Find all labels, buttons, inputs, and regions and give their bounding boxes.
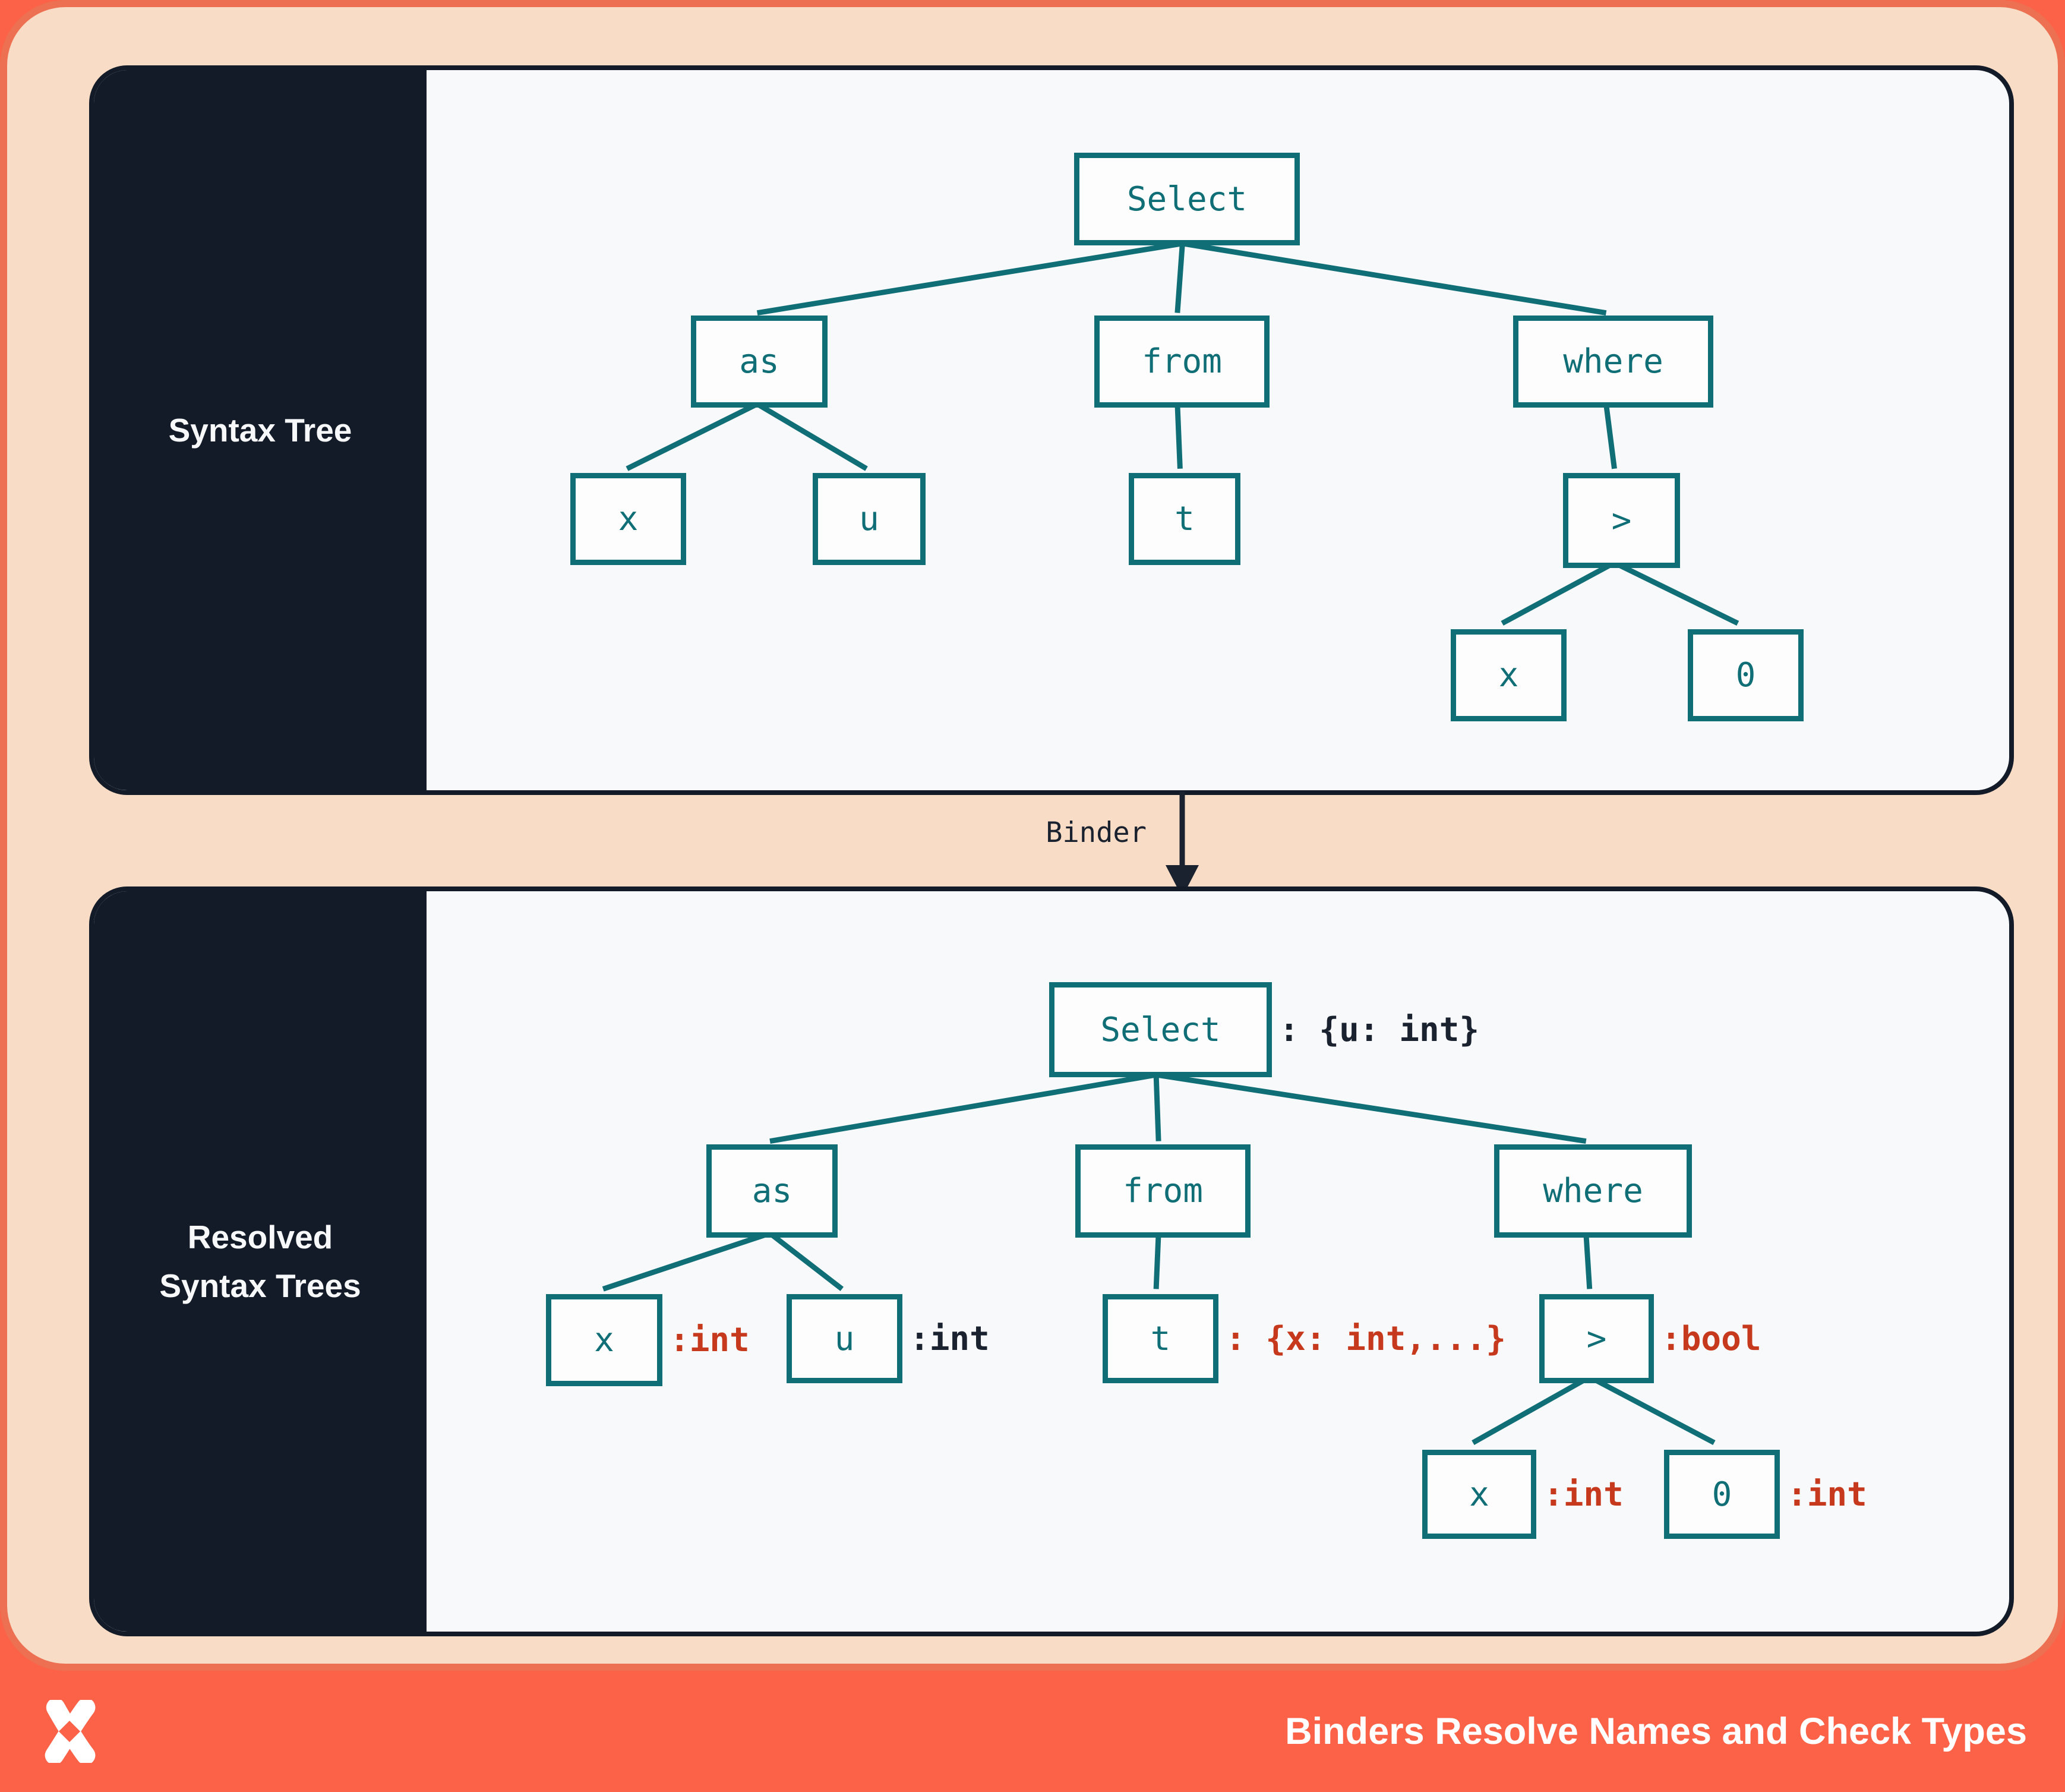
node-from2: from xyxy=(1075,1144,1251,1238)
node-select: Select xyxy=(1074,153,1300,245)
footer-bar: Binders Resolve Names and Check Types xyxy=(0,1671,2065,1792)
node-select2: Select xyxy=(1049,982,1272,1077)
resolved-trees-sidebar: Resolved Syntax Trees xyxy=(94,891,427,1632)
syntax-tree-sidebar: Syntax Tree xyxy=(94,70,427,790)
type-annotation-t2: : {x: int,...} xyxy=(1226,1319,1507,1358)
node-gt2: > xyxy=(1539,1294,1654,1383)
resolved-trees-label: Resolved Syntax Trees xyxy=(159,1219,361,1304)
node-from: from xyxy=(1094,316,1270,408)
node-as2: as xyxy=(706,1144,838,1238)
type-annotation-x4: :int xyxy=(1543,1475,1624,1514)
type-annotation-x3: :int xyxy=(670,1321,750,1359)
syntax-tree-panel: Select as from where x u t > x 0 Syntax Tree xyxy=(89,65,2014,795)
node-where: where xyxy=(1513,316,1713,408)
syntax-tree-label: Syntax Tree xyxy=(168,412,352,449)
tree-edges xyxy=(602,1072,1716,1446)
node-x1: x xyxy=(570,473,686,565)
binder-arrow-icon xyxy=(1166,791,1199,897)
node-as: as xyxy=(691,316,828,408)
type-annotation-select2: : {u: int} xyxy=(1279,1010,1480,1049)
node-where2: where xyxy=(1494,1144,1692,1238)
syntax-tree-canvas: Select as from where x u t > x 0 xyxy=(427,70,2009,790)
type-annotation-zero2: :int xyxy=(1787,1475,1867,1514)
node-u: u xyxy=(813,473,926,565)
node-t: t xyxy=(1129,473,1240,565)
node-t2: t xyxy=(1103,1294,1218,1383)
binder-label: Binder xyxy=(1046,816,1147,849)
tree-edges xyxy=(626,241,1739,626)
node-x2: x xyxy=(1451,629,1567,721)
node-x4: x xyxy=(1422,1450,1536,1539)
node-zero: 0 xyxy=(1688,629,1804,721)
node-gt: > xyxy=(1563,473,1680,568)
type-annotation-u2: :int xyxy=(910,1319,990,1358)
footer-title: Binders Resolve Names and Check Types xyxy=(1285,1711,2027,1752)
node-zero2: 0 xyxy=(1664,1450,1780,1539)
type-annotation-gt2: :bool xyxy=(1661,1319,1761,1358)
node-x3: x xyxy=(546,1294,662,1386)
x-pinwheel-logo-icon xyxy=(45,1700,96,1763)
node-u2: u xyxy=(787,1294,902,1383)
